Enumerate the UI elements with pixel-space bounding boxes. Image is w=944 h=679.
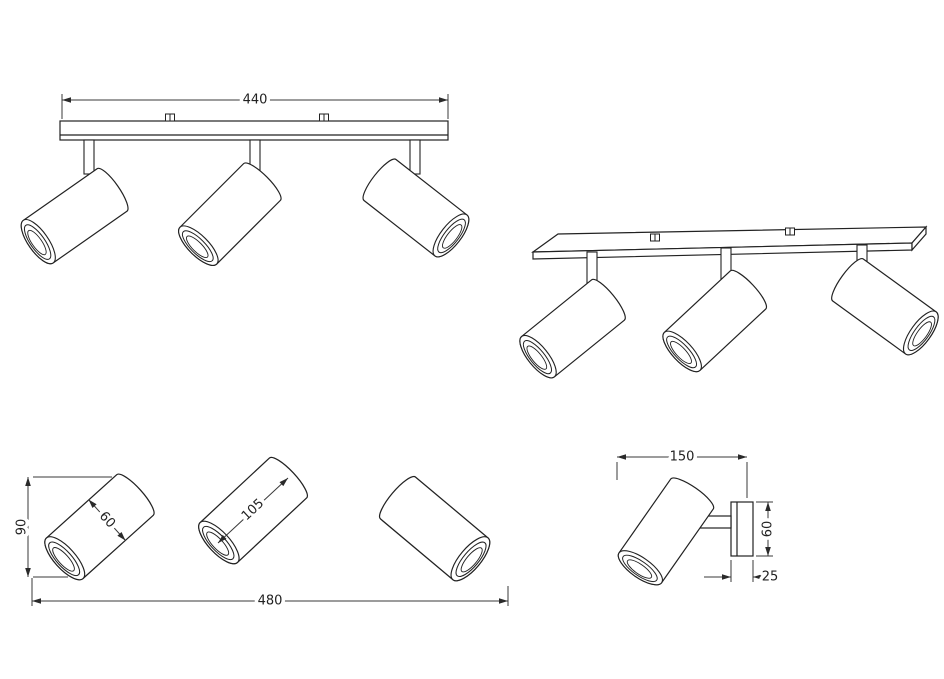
view-front-bar: 440 <box>14 89 476 272</box>
spot-head-cylinder <box>826 254 944 361</box>
view-side-overall: 90 60 105 480 <box>11 452 509 612</box>
dim-label-canopy-diameter: 60 <box>761 521 776 538</box>
screw-icon <box>319 113 329 122</box>
screw-icon <box>785 227 795 236</box>
screw-icon <box>165 113 175 122</box>
canopy-plate <box>730 501 754 557</box>
spot-head-cylinder <box>172 158 286 272</box>
spot-head-cylinder <box>513 274 631 384</box>
dim-label-bar-width: 440 <box>243 93 268 108</box>
spot-head-cylinder <box>14 164 134 270</box>
dimension-line-105 <box>217 477 289 544</box>
swivel-stem <box>83 139 95 175</box>
dim-label-height: 90 <box>15 519 30 536</box>
mounting-bar-end-face <box>911 225 927 252</box>
spot-head-cylinder <box>612 472 718 592</box>
spot-head-cylinder <box>656 265 772 378</box>
mounting-bar <box>59 120 449 141</box>
view-single-head: 150 60 25 <box>612 446 782 592</box>
spot-head-cylinder <box>374 471 497 588</box>
dimension-line-60 <box>88 499 126 541</box>
swivel-stem <box>409 139 421 175</box>
view-perspective <box>513 225 944 384</box>
dim-label-projection: 150 <box>670 450 695 465</box>
screw-icon <box>650 233 660 242</box>
dim-label-overall-width: 480 <box>258 594 283 609</box>
spot-head-cylinder <box>38 469 160 587</box>
dim-label-canopy-depth: 25 <box>762 570 779 585</box>
